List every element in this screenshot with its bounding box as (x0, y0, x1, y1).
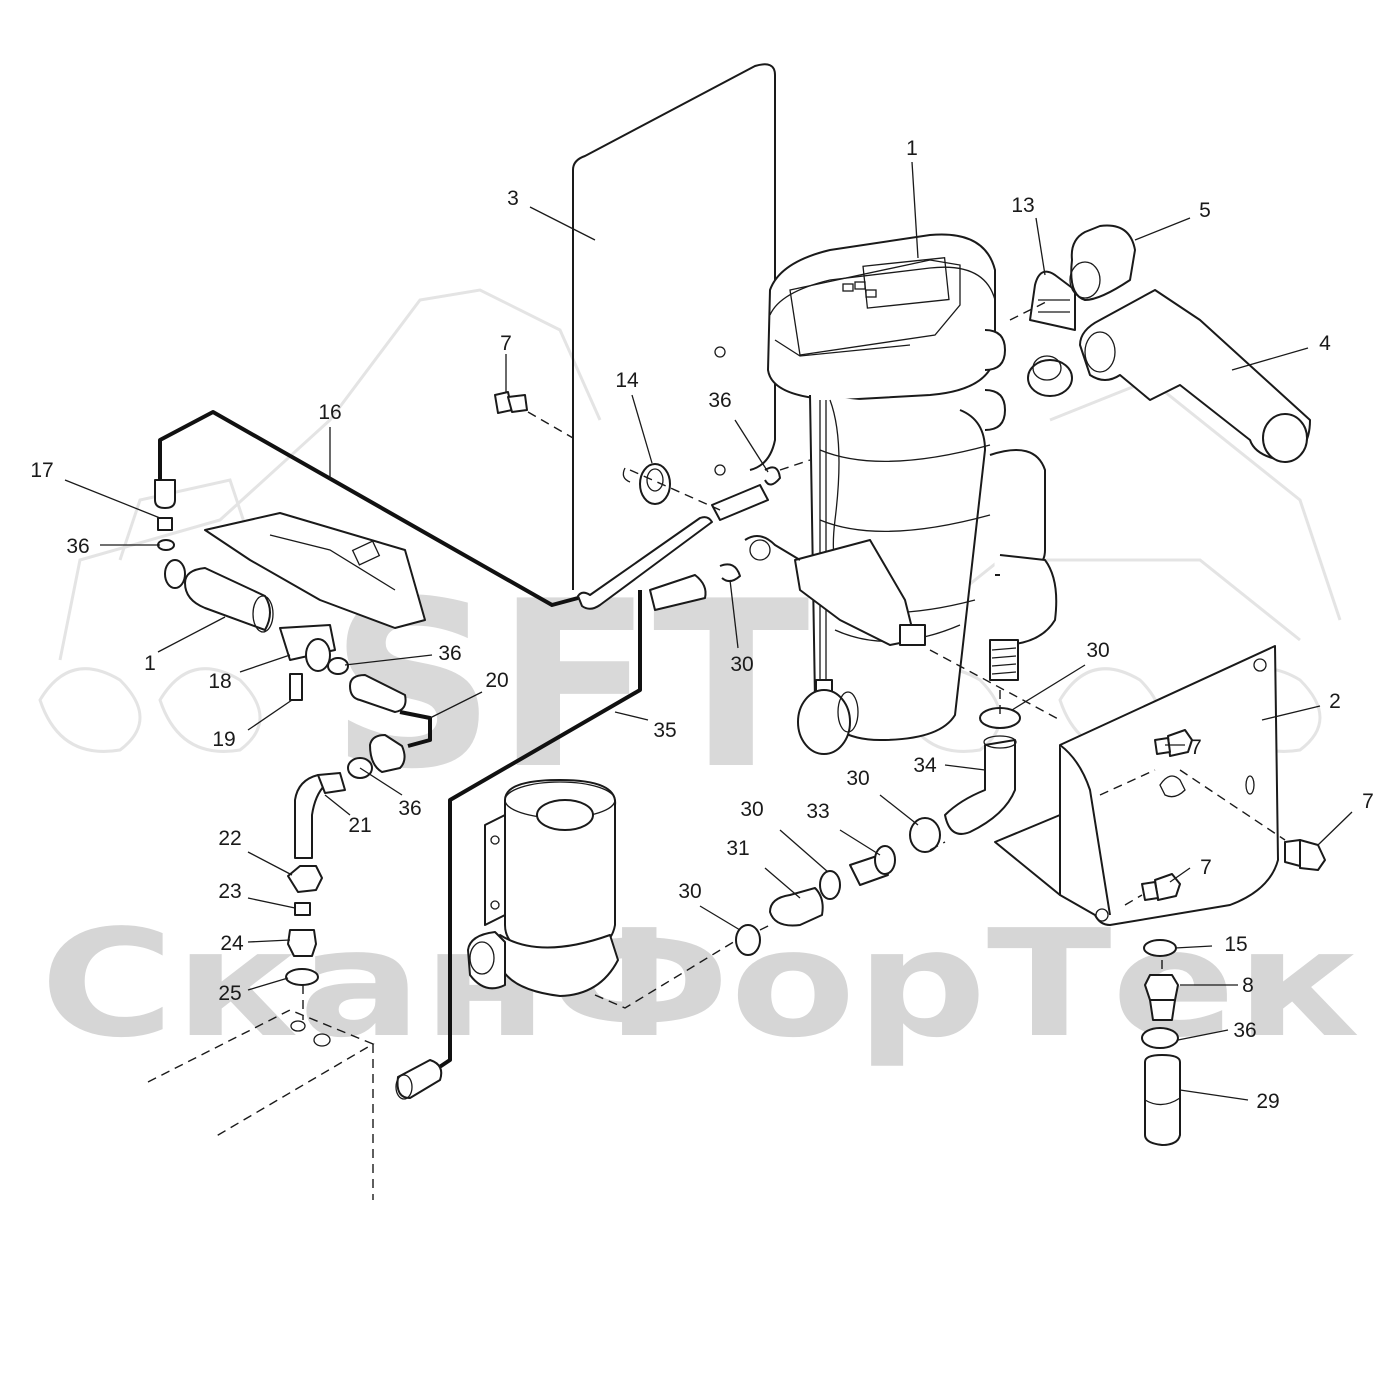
callout-14: 14 (615, 369, 639, 392)
panel-part-3 (572, 63, 776, 590)
callout-leaders (64, 161, 1353, 1101)
callout-36-right: 36 (1233, 1019, 1256, 1042)
callout-13: 13 (1011, 194, 1034, 217)
exhaust-parts (1027, 224, 1311, 463)
callout-24: 24 (220, 932, 244, 955)
callout-5: 5 (1199, 199, 1211, 222)
drawing (147, 63, 1326, 1200)
callout-23: 23 (218, 880, 241, 903)
callout-36-pump: 36 (438, 642, 461, 665)
callout-21: 21 (348, 814, 371, 837)
callout-8: 8 (1242, 974, 1254, 997)
callout-36-left: 36 (66, 535, 89, 558)
watermark-brand: СканФорТек (40, 898, 1360, 1070)
callout-15: 15 (1224, 933, 1247, 956)
callout-36-top: 36 (708, 389, 731, 412)
assembly-lines (527, 299, 1051, 511)
coupling-parts (735, 649, 1061, 956)
callout-22: 22 (218, 827, 241, 850)
callout-2: 2 (1329, 690, 1341, 713)
mounting-bracket-part-2 (994, 645, 1326, 1146)
fuel-pump-assembly (154, 479, 426, 713)
callout-17: 17 (30, 459, 53, 482)
callout-34: 34 (913, 754, 937, 777)
watermark: SFT СканФорТек (38, 288, 1360, 1070)
callout-29: 29 (1256, 1090, 1279, 1113)
callout-16: 16 (318, 401, 341, 424)
callout-19: 19 (212, 728, 235, 751)
callout-1-pump: 1 (144, 652, 156, 675)
callout-30-left-clip: 30 (730, 653, 753, 676)
callout-7-bracket-lower: 7 (1200, 856, 1212, 879)
callout-30-bottom: 30 (678, 880, 701, 903)
callout-7-bracket-upper: 7 (1190, 736, 1202, 759)
callout-7-top: 7 (500, 332, 512, 355)
callout-30-mid: 30 (740, 798, 763, 821)
callout-20: 20 (485, 669, 508, 692)
callout-18: 18 (208, 670, 231, 693)
fuel-lines (158, 410, 713, 1100)
dosing-pump (467, 779, 746, 1009)
callout-4: 4 (1319, 332, 1331, 355)
callout-25: 25 (218, 982, 241, 1005)
small-fittings (494, 391, 781, 582)
heater-unit-part-1 (744, 233, 1058, 755)
callout-30-elbow: 30 (846, 767, 869, 790)
callout-35: 35 (653, 719, 676, 742)
callout-31: 31 (726, 837, 749, 860)
fuel-connector-parts (147, 710, 432, 1200)
callout-30-motor: 30 (1086, 639, 1109, 662)
callout-1-heater: 1 (906, 137, 918, 160)
callout-labels: 1 1 2 3 4 5 7 7 7 7 8 13 14 15 16 17 18 … (30, 137, 1374, 1113)
callout-3: 3 (507, 187, 519, 210)
callout-7-bracket-right: 7 (1362, 790, 1374, 813)
callout-36-mid: 36 (398, 797, 421, 820)
callout-33: 33 (806, 800, 829, 823)
